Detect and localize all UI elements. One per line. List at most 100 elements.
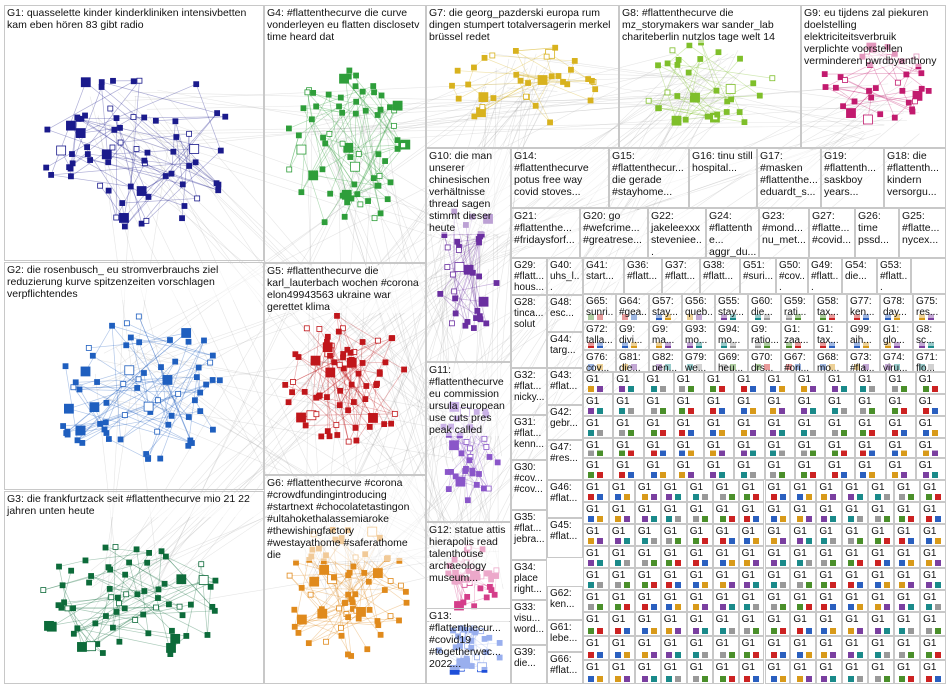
group-row1-4[interactable]: G51: #suri... bbox=[740, 258, 776, 294]
group-tiny[interactable]: G1 bbox=[687, 636, 713, 660]
group-tiny[interactable]: G1 bbox=[674, 458, 704, 480]
group-tiny[interactable]: G1 bbox=[920, 502, 946, 524]
group-tiny[interactable]: G82: pen... bbox=[649, 350, 682, 372]
group-tiny[interactable]: G1 bbox=[635, 480, 661, 502]
group-tiny[interactable]: G1 bbox=[583, 546, 609, 568]
group-tiny[interactable]: G1 bbox=[855, 372, 885, 394]
group-g1[interactable]: G1: quasselette kinder kinderkliniken in… bbox=[4, 5, 264, 261]
group-g33[interactable]: G33: visu... word... bbox=[511, 600, 547, 645]
group-tiny[interactable]: G1 bbox=[687, 590, 713, 612]
group-tiny[interactable]: G1 bbox=[868, 612, 894, 636]
group-tiny[interactable]: G1 bbox=[713, 546, 739, 568]
group-tiny[interactable]: G1 bbox=[687, 546, 713, 568]
group-tiny[interactable]: G1 bbox=[795, 458, 825, 480]
group-g9[interactable]: G9: eu tijdens zal piekuren doelstelling… bbox=[801, 5, 946, 148]
group-g15[interactable]: G15: #flattenthecur... die gerade #stayh… bbox=[609, 148, 689, 208]
group-tiny[interactable]: G1 bbox=[687, 660, 713, 684]
group-tiny[interactable]: G1 bbox=[842, 568, 868, 590]
group-tiny[interactable]: G1 bbox=[687, 502, 713, 524]
group-tiny[interactable]: G1 bbox=[609, 612, 635, 636]
group-tiny[interactable]: G1 bbox=[765, 480, 791, 502]
group-g2[interactable]: G2: die rosenbusch_ eu stromverbrauchs z… bbox=[4, 262, 264, 490]
group-tiny[interactable]: G1 bbox=[765, 524, 791, 546]
group-tiny[interactable]: G1 bbox=[886, 458, 916, 480]
group-tiny[interactable]: G1 bbox=[855, 394, 885, 416]
group-tiny[interactable]: G1 bbox=[713, 502, 739, 524]
group-tiny[interactable]: G1 bbox=[825, 416, 855, 438]
group-tiny[interactable]: G1 bbox=[661, 612, 687, 636]
group-g21[interactable]: G21: #flattenthe... #fridaysforf... bbox=[511, 208, 580, 258]
group-tiny[interactable]: G1 bbox=[609, 546, 635, 568]
group-g30[interactable]: G30: #cov... #cov... bbox=[511, 460, 547, 510]
group-tiny[interactable]: G1 bbox=[674, 394, 704, 416]
group-tiny[interactable]: G1 bbox=[765, 636, 791, 660]
group-tiny[interactable]: G1 bbox=[842, 480, 868, 502]
group-tiny[interactable]: G1 bbox=[825, 394, 855, 416]
group-tiny[interactable]: G1 bbox=[609, 568, 635, 590]
group-tiny[interactable]: G1 bbox=[894, 660, 920, 684]
group-g27[interactable]: G27: #flatte... #covid... bbox=[809, 208, 855, 258]
group-g10[interactable]: G10: die man unserer chinesischen verhäl… bbox=[426, 148, 511, 362]
group-tiny[interactable]: G1 bbox=[613, 372, 643, 394]
group-row1-7[interactable]: G54: die... bbox=[842, 258, 877, 294]
group-g32[interactable]: G32: #flat... nicky... bbox=[511, 368, 547, 415]
group-tiny[interactable]: G78: day... bbox=[880, 294, 913, 322]
group-g23[interactable]: G23: #mond... nu_met... bbox=[759, 208, 809, 258]
group-tiny[interactable]: G1 bbox=[739, 568, 765, 590]
group-tiny[interactable]: G1 bbox=[583, 438, 613, 458]
group-tiny[interactable]: G1 bbox=[765, 416, 795, 438]
group-tiny[interactable]: G1 bbox=[765, 394, 795, 416]
group-tiny[interactable]: G1 bbox=[842, 660, 868, 684]
group-tiny[interactable]: G1 bbox=[816, 480, 842, 502]
group-tiny[interactable]: G1 bbox=[609, 480, 635, 502]
group-g3[interactable]: G3: die frankfurtzack seit #flattenthecu… bbox=[4, 491, 264, 684]
group-tiny[interactable]: G1 bbox=[842, 590, 868, 612]
group-tiny[interactable]: G1 bbox=[894, 568, 920, 590]
group-tiny[interactable]: G1 bbox=[765, 458, 795, 480]
group-tiny[interactable]: G1 bbox=[816, 636, 842, 660]
group-tiny[interactable]: G1 bbox=[704, 458, 734, 480]
group-g6[interactable]: G6: #flattenthecurve #corona #crowdfundi… bbox=[264, 475, 426, 684]
group-tiny[interactable]: G79: we... bbox=[682, 350, 715, 372]
group-tiny[interactable]: G1 bbox=[734, 372, 764, 394]
group-tiny[interactable]: G1 bbox=[734, 416, 764, 438]
group-row1-1[interactable]: G36: #flatt... bbox=[624, 258, 662, 294]
group-tiny[interactable]: G1 bbox=[635, 546, 661, 568]
group-tiny[interactable]: G1 bbox=[765, 612, 791, 636]
group-g66[interactable]: G66: #flat... bbox=[547, 652, 583, 684]
group-tiny[interactable]: G59: rati... bbox=[781, 294, 814, 322]
group-g13[interactable]: G13: #flattenthecur... #covid19 #togethe… bbox=[426, 608, 511, 684]
group-g35[interactable]: G35: #flat... jebra... bbox=[511, 510, 547, 560]
group-row1-5[interactable]: G50: #cov... bbox=[776, 258, 808, 294]
group-tiny[interactable]: G1 bbox=[644, 416, 674, 438]
group-tiny[interactable]: G1 bbox=[661, 546, 687, 568]
group-g26[interactable]: G26: time pssd... bbox=[855, 208, 899, 258]
group-tiny[interactable]: G1 bbox=[868, 524, 894, 546]
group-tiny[interactable]: G1 bbox=[661, 568, 687, 590]
group-tiny[interactable]: G1 bbox=[868, 660, 894, 684]
group-tiny[interactable]: G1 bbox=[765, 438, 795, 458]
group-tiny[interactable]: G1 bbox=[734, 458, 764, 480]
group-tiny[interactable]: G1 bbox=[661, 480, 687, 502]
group-tiny[interactable]: G1 bbox=[894, 546, 920, 568]
group-tiny[interactable]: G1 bbox=[635, 568, 661, 590]
group-tiny[interactable]: G1 bbox=[635, 636, 661, 660]
group-tiny[interactable]: G1 bbox=[816, 660, 842, 684]
group-g5[interactable]: G5: #flattenthecurve die karl_lauterbach… bbox=[264, 263, 426, 475]
group-tiny[interactable]: G1 bbox=[790, 502, 816, 524]
group-g39[interactable]: G39: die... bbox=[511, 645, 547, 684]
group-g29[interactable]: G29: #flatt... hous... bbox=[511, 258, 547, 295]
group-tiny[interactable]: G1 bbox=[644, 458, 674, 480]
group-tiny[interactable]: G70: drs... bbox=[748, 350, 781, 372]
group-tiny[interactable]: G1 bbox=[894, 612, 920, 636]
group-tiny[interactable]: G1 bbox=[765, 546, 791, 568]
group-g14[interactable]: G14: #flattenthecurve potus free way cov… bbox=[511, 148, 609, 208]
group-tiny[interactable]: G1 bbox=[790, 568, 816, 590]
group-tiny[interactable]: G1 bbox=[765, 502, 791, 524]
group-tiny[interactable]: G65: sunri... bbox=[583, 294, 616, 322]
group-g8[interactable]: G8: #flattenthecurve die mz_storymakers … bbox=[619, 5, 801, 148]
group-tiny[interactable]: G1 bbox=[661, 590, 687, 612]
group-tiny[interactable]: G1 bbox=[790, 612, 816, 636]
group-tiny[interactable]: G1: zaa... bbox=[781, 322, 814, 350]
group-g40[interactable]: G40: uhs_l... bbox=[547, 258, 583, 295]
